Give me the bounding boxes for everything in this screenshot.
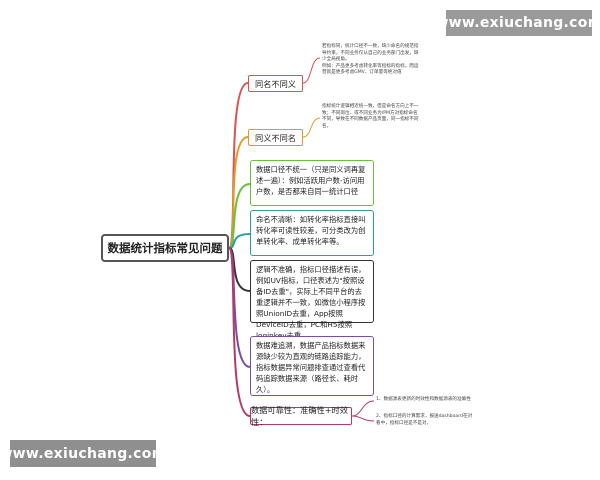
branch-box-5: 逻辑不准确，指标口径描述有误，例如UV指标，口径表述为"按照设备ID去重"，实际… [250, 260, 374, 340]
branch-note-7a: 1、数据源表更新的时效性和数据源表的准确性 [376, 397, 471, 402]
branch-note-2: 指标统计逻辑相近统一致，但是命名方向上不一 致；不同岗位、或不同业务为/PM方对… [322, 104, 419, 129]
branch-box-6: 数据难追溯，数据产品指标数据来源缺少较为直观的链路追踪能力，指标数据异常问题排查… [250, 336, 374, 396]
branch-label-1: 同名不同义 [248, 75, 303, 92]
root-node: 数据统计指标常见问题 [101, 234, 229, 262]
connector-note-7a [351, 400, 375, 417]
branch-box-3: 数据口径不统一（只是同义词再复述一遍）：例如活跃用户数-访问用户数，是否都来自同… [250, 160, 374, 206]
watermark-top: www.exiuchang.com [435, 10, 600, 36]
connector-note-2 [302, 117, 321, 138]
connector-branch-3 [228, 183, 251, 249]
connector-branch-7 [228, 247, 251, 417]
watermark-bottom: www.exiuchang.com [0, 440, 166, 467]
branch-box-4: 命名不清晰：如转化率指标直接叫转化率可读性较差，可分类改为创单转化率、成单转化率… [250, 210, 374, 256]
connector-branch-1 [228, 82, 249, 249]
branch-label-2: 同义不同名 [248, 129, 303, 146]
branch-note-7b: 2、指标口径的计算需求，报送dashboard在对 看中，指标口径是不是对， [376, 414, 473, 426]
connector-note-1 [302, 57, 321, 84]
branch-label-7: 数据可靠性：准确性+时效性： [250, 405, 352, 427]
connector-note-7b [351, 415, 375, 422]
branch-note-1: 若指标同，统计口径不一致，缺少命名的规范指 导约束，不同业务仅从自己的业务部门出… [322, 44, 419, 76]
